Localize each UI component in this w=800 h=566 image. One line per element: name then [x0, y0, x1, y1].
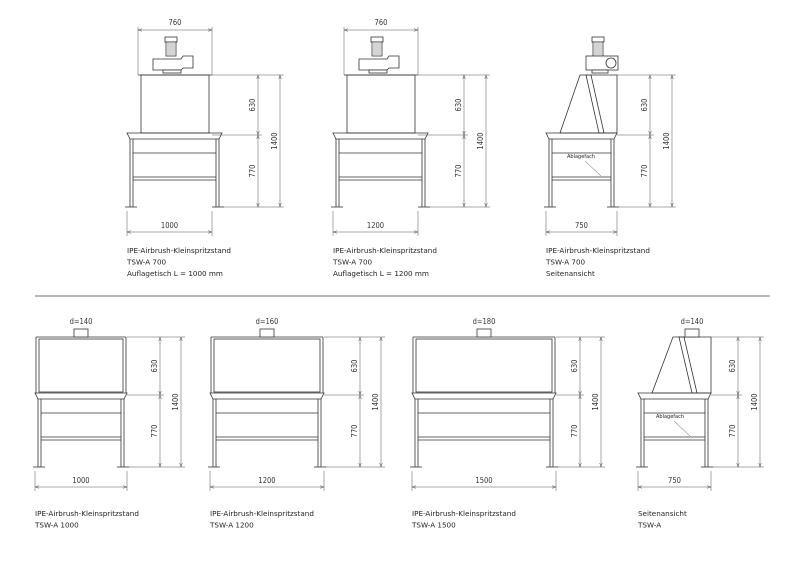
side-hood — [651, 336, 712, 394]
bottom-1-dim-1400: 1400 — [171, 393, 180, 410]
caption-line: TSW-A 700 — [332, 258, 373, 267]
fan-motor-icon — [358, 36, 400, 74]
caption-line: Auflagetisch L = 1200 mm — [333, 269, 429, 278]
fan-motor-icon — [152, 36, 194, 74]
caption-line: IPE-Airbrush-Kleinspritzstand — [127, 246, 231, 255]
bottom-4-dim-770: 770 — [728, 425, 737, 438]
bottom-2-dim-770: 770 — [350, 425, 359, 438]
top-2-dim-770: 770 — [454, 165, 463, 178]
drawing-bottom-2: d=160 630 770 1400 1200IPE-Airbrush-Kleinspr… — [208, 317, 385, 530]
caption-line: TSW-A 1500 — [411, 521, 456, 530]
table-top — [637, 392, 712, 400]
table-top — [34, 392, 128, 400]
bottom-4-dim-1400: 1400 — [750, 393, 759, 410]
drawing-top-2: 760 630 770 1400 1200IPE-Airbrush-Kleinsprit… — [331, 18, 490, 278]
bottom-4-label-ablagefach: Ablagefach — [656, 414, 684, 420]
top-3-label-ablagefach: Ablagefach — [567, 154, 595, 160]
bottom-1-dim-770: 770 — [150, 425, 159, 438]
drawing-bottom-4: Ablagefach d=140 630 770 1400 750Seitenansich… — [636, 317, 764, 530]
mesh-hood — [213, 338, 321, 393]
table-top — [332, 132, 429, 140]
exhaust-duct — [476, 328, 492, 338]
mesh-hood — [346, 74, 416, 134]
side-hood — [559, 74, 618, 134]
bottom-2-dim-width: 1200 — [258, 476, 275, 485]
bottom-3-duct-diameter: d=180 — [473, 317, 496, 326]
top-3-dim-width: 750 — [575, 221, 588, 230]
caption-line: IPE-Airbrush-Kleinspritzstand — [333, 246, 437, 255]
top-1-dim-630: 630 — [248, 99, 257, 112]
top-1-dim-770: 770 — [248, 165, 257, 178]
drawing-top-3: Ablagefach 630 770 1400 750IPE-Airbrush-Klei… — [544, 36, 676, 278]
bottom-4-duct-diameter: d=140 — [681, 317, 704, 326]
table-top — [126, 132, 223, 140]
caption-line: Seitenansicht — [638, 509, 687, 518]
top-2-dim-760: 760 — [375, 18, 388, 27]
top-3-dim-770: 770 — [640, 165, 649, 178]
bottom-2-duct-diameter: d=160 — [256, 317, 279, 326]
top-1-dim-1400: 1400 — [270, 132, 279, 149]
bottom-2-dim-1400: 1400 — [371, 393, 380, 410]
bottom-3-dim-width: 1500 — [475, 476, 492, 485]
mesh-hood — [38, 338, 124, 393]
caption-line: IPE-Airbrush-Kleinspritzstand — [412, 509, 516, 518]
caption-line: IPE-Airbrush-Kleinspritzstand — [546, 246, 650, 255]
caption-line: Seitenansicht — [546, 269, 595, 278]
drawing-bottom-3: d=180 630 770 1400 1500IPE-Airbrush-Kleinspr… — [410, 317, 605, 530]
caption-line: Auflagetisch L = 1000 mm — [127, 269, 223, 278]
table-top — [545, 132, 618, 140]
bottom-3-dim-770: 770 — [570, 425, 579, 438]
caption-line: TSW-A — [637, 521, 661, 530]
exhaust-duct — [73, 328, 89, 338]
exhaust-duct — [259, 328, 275, 338]
top-1-dim-760: 760 — [169, 18, 182, 27]
bottom-3-dim-630: 630 — [570, 360, 579, 373]
bottom-4-dim-width: 750 — [668, 476, 681, 485]
bottom-1-dim-width: 1000 — [72, 476, 89, 485]
top-2-dim-630: 630 — [454, 99, 463, 112]
top-3-dim-630: 630 — [640, 99, 649, 112]
fan-motor-icon — [585, 36, 619, 74]
drawing-bottom-1: d=140 630 770 1400 1000IPE-Airbrush-Kleinspr… — [33, 317, 185, 530]
top-3-dim-1400: 1400 — [662, 132, 671, 149]
caption-line: TSW-A 1200 — [209, 521, 254, 530]
drawing-top-1: 760 630 770 1400 1000IPE-Airbrush-Kleinsprit… — [125, 18, 284, 278]
exhaust-duct — [684, 328, 700, 338]
caption-line: TSW-A 700 — [545, 258, 586, 267]
top-2-dim-1400: 1400 — [476, 132, 485, 149]
caption-line: TSW-A 700 — [126, 258, 167, 267]
mesh-hood — [140, 74, 210, 134]
bottom-3-dim-1400: 1400 — [591, 393, 600, 410]
caption-line: IPE-Airbrush-Kleinspritzstand — [35, 509, 139, 518]
bottom-4-dim-630: 630 — [728, 360, 737, 373]
mesh-hood — [415, 338, 553, 393]
table-top — [411, 392, 557, 400]
top-2-dim-width: 1200 — [367, 221, 384, 230]
caption-line: IPE-Airbrush-Kleinspritzstand — [210, 509, 314, 518]
bottom-1-dim-630: 630 — [150, 360, 159, 373]
bottom-1-duct-diameter: d=140 — [70, 317, 93, 326]
table-top — [209, 392, 325, 400]
top-1-dim-width: 1000 — [161, 221, 178, 230]
bottom-2-dim-630: 630 — [350, 360, 359, 373]
caption-line: TSW-A 1000 — [34, 521, 79, 530]
